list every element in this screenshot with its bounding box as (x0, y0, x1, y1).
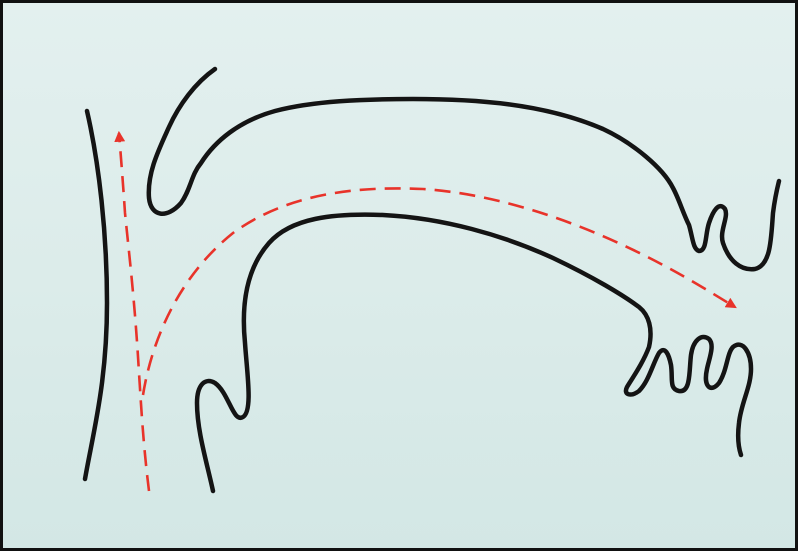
flow-diagram (3, 3, 798, 554)
lower-wall-outline (197, 215, 751, 491)
flow-path-vertical (119, 133, 149, 491)
left-wall-outline (85, 111, 107, 479)
flow-path-arch (143, 188, 735, 395)
upper-wall-outline (149, 69, 779, 269)
